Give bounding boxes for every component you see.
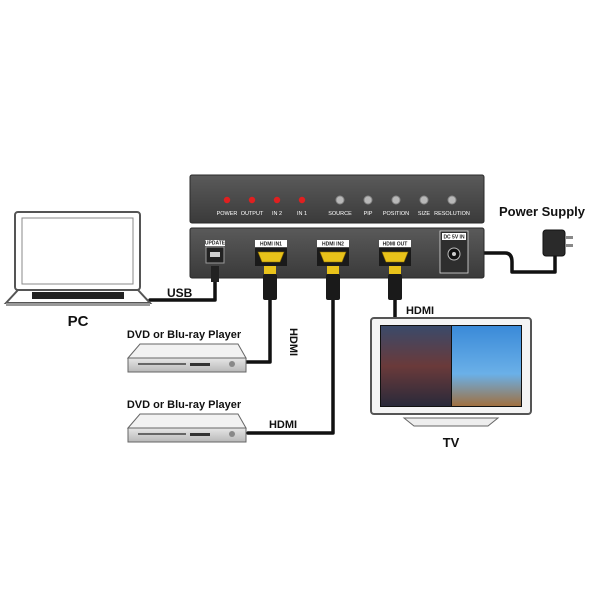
hdmi-out-plug xyxy=(388,274,402,300)
hdmi-in1-port[interactable]: HDMI IN1 xyxy=(255,240,287,266)
source-button-label: SOURCE xyxy=(328,211,352,217)
dc-in-port[interactable]: DC 5V IN xyxy=(439,230,469,274)
pip-button-label: PIP xyxy=(364,211,373,217)
led-output: OUTPUT xyxy=(241,196,264,217)
hdmi-in2-cable xyxy=(246,298,335,435)
led-output-label: OUTPUT xyxy=(241,211,264,217)
cables xyxy=(148,251,557,435)
resolution-button-label: RESOLUTION xyxy=(434,211,470,217)
led-in2: IN 2 xyxy=(272,196,282,217)
source-button[interactable]: SOURCE xyxy=(328,195,352,217)
led-power: POWER xyxy=(217,196,238,217)
update-port-label: UPDATE xyxy=(205,241,226,247)
tv xyxy=(370,317,532,427)
led-in1: IN 1 xyxy=(297,196,307,217)
tv-label: TV xyxy=(443,435,460,450)
hdmi-in1-label: HDMI IN1 xyxy=(260,242,282,248)
hdmi-in2-plug xyxy=(326,274,340,300)
hdmi-vertical-label: HDMI xyxy=(287,328,299,356)
hdmi-in1-cable xyxy=(243,298,272,364)
hdmi-tv-label: HDMI xyxy=(406,305,434,317)
hdmi-in1-plug xyxy=(263,274,277,300)
dc-in-label: DC 5V IN xyxy=(443,235,465,241)
led-power-label: POWER xyxy=(217,211,238,217)
power-supply-label: Power Supply xyxy=(499,204,586,219)
dvd-player-1 xyxy=(126,343,247,373)
switcher-front-panel: POWER OUTPUT IN 2 IN 1 SOURCE PIP POSITI… xyxy=(189,174,485,224)
usb-cable xyxy=(148,278,217,302)
resolution-button[interactable]: RESOLUTION xyxy=(434,195,470,217)
pc-label: PC xyxy=(68,313,89,330)
pip-button[interactable]: PIP xyxy=(363,195,373,217)
dvd2-label: DVD or Blu-ray Player xyxy=(127,399,242,411)
hdmi-out-port[interactable]: HDMI OUT xyxy=(379,240,411,266)
update-port[interactable]: UPDATE xyxy=(205,240,226,264)
hdmi-dvd2-label: HDMI xyxy=(269,419,297,431)
hdmi-in2-label: HDMI IN2 xyxy=(322,242,344,248)
size-button[interactable]: SIZE xyxy=(418,195,431,217)
led-in1-label: IN 1 xyxy=(297,211,307,217)
led-in2-label: IN 2 xyxy=(272,211,282,217)
tv-pip-picture xyxy=(452,326,521,406)
switcher-rear-panel: UPDATE HDMI IN1 HDMI IN2 HDMI OUT DC 5V … xyxy=(189,227,485,279)
dvd-player-2 xyxy=(126,413,247,443)
size-button-label: SIZE xyxy=(418,211,431,217)
usb-label: USB xyxy=(167,286,193,300)
position-button-label: POSITION xyxy=(383,211,409,217)
position-button[interactable]: POSITION xyxy=(383,195,409,217)
tv-main-picture xyxy=(381,326,451,406)
hdmi-in2-port[interactable]: HDMI IN2 xyxy=(317,240,349,266)
laptop xyxy=(3,211,153,306)
power-adapter xyxy=(542,229,573,257)
connector-plugs xyxy=(211,266,402,300)
usb-plug xyxy=(211,266,219,282)
hdmi-out-label: HDMI OUT xyxy=(383,242,408,248)
power-cable xyxy=(463,251,557,274)
dvd1-label: DVD or Blu-ray Player xyxy=(127,329,242,341)
